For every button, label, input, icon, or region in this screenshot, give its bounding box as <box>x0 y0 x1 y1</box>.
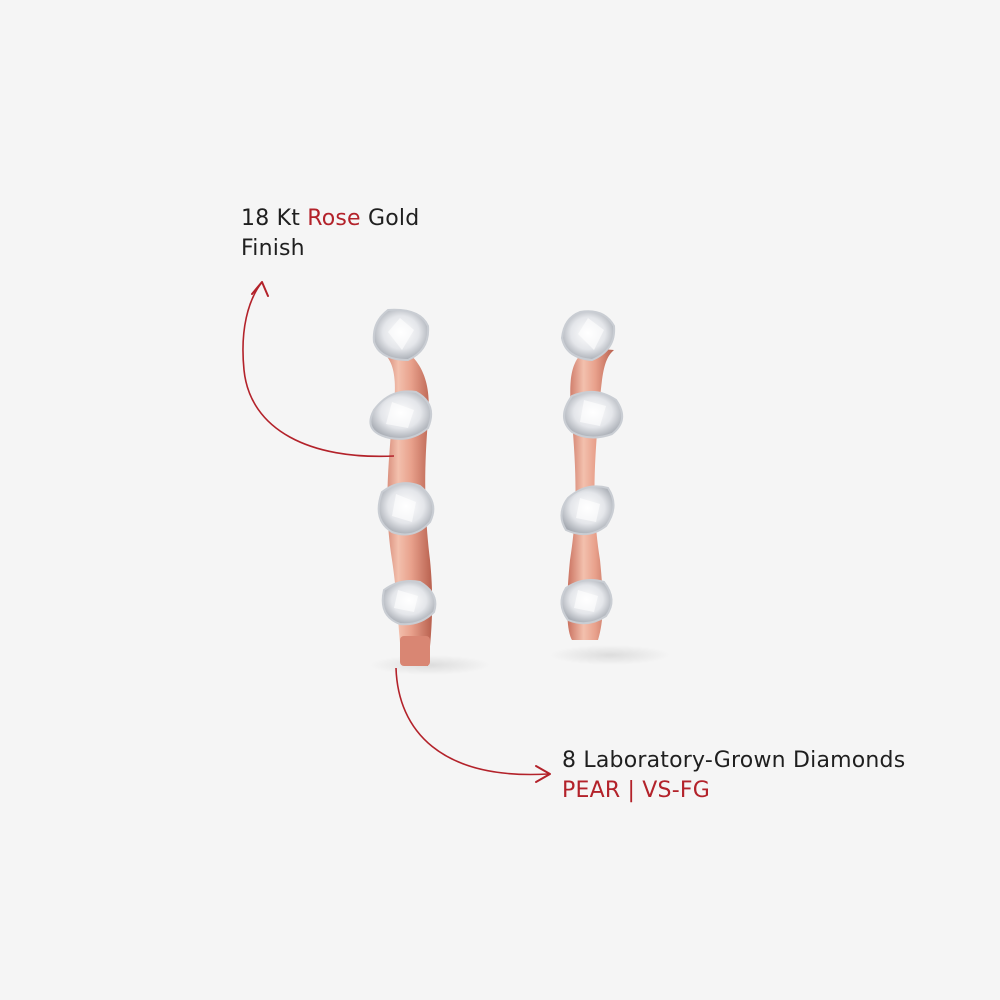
right-diamond-3 <box>560 485 615 536</box>
metal-type-text: Gold <box>360 206 420 231</box>
stones-count-text: 8 Laboratory-Grown Diamonds <box>562 748 906 773</box>
metal-color-text: Rose <box>307 206 361 231</box>
left-diamond-3 <box>377 482 435 536</box>
metal-callout-arrow <box>242 281 395 458</box>
arrow-head-icon <box>251 281 269 297</box>
right-diamond-4 <box>560 579 613 625</box>
metal-callout-line1: 18 Kt Rose Gold <box>241 204 419 234</box>
left-diamond-4 <box>381 580 437 626</box>
right-diamond-2 <box>563 390 623 439</box>
metal-karat-text: 18 Kt <box>241 206 308 231</box>
metal-callout-line2: Finish <box>241 236 305 261</box>
stones-callout-arrow <box>395 667 551 783</box>
right-earring <box>560 310 623 640</box>
arrow-head-icon <box>535 765 551 783</box>
right-diamond-1 <box>560 310 616 362</box>
left-hoop-clasp <box>400 636 430 666</box>
left-diamond-2 <box>369 390 432 440</box>
stones-callout: 8 Laboratory-Grown Diamonds PEAR | VS-FG <box>562 746 905 806</box>
right-earring-shadow <box>550 645 670 665</box>
metal-callout: 18 Kt Rose Gold Finish <box>241 204 419 264</box>
stones-spec-text: PEAR | VS-FG <box>562 778 710 803</box>
left-earring <box>369 308 437 666</box>
left-diamond-1 <box>372 308 430 362</box>
